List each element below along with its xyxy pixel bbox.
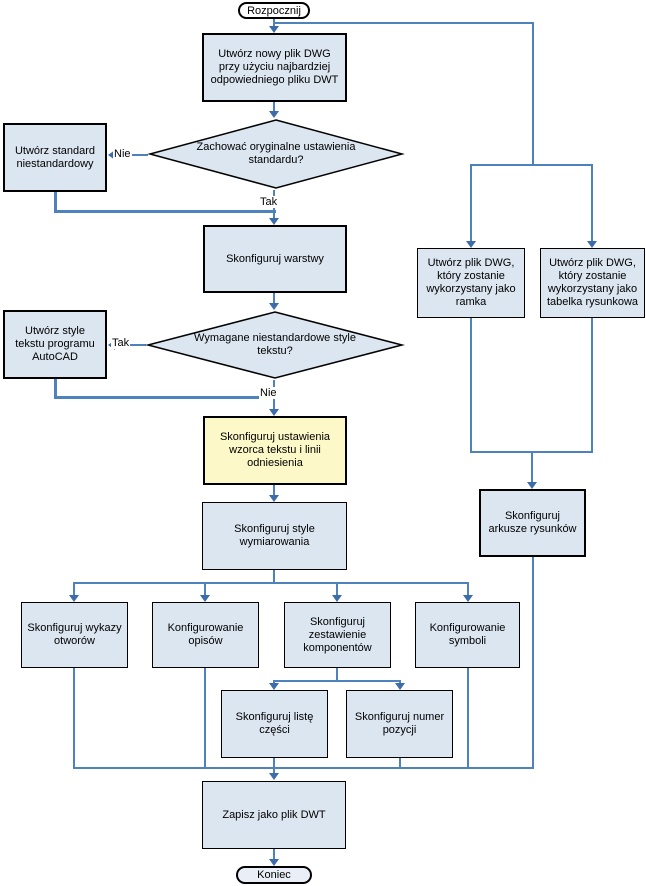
connector xyxy=(273,293,275,303)
connector xyxy=(273,680,401,682)
process-save-dwt: Zapisz jako plik DWT xyxy=(202,781,346,849)
decision-text-styles-label: Wymagane niestandardowe style tekstu? xyxy=(194,332,356,357)
process-configure-sheets: Skonfiguruj arkusze rysunków xyxy=(479,489,586,557)
process-configure-notes: Konfigurowanie opisów xyxy=(152,602,259,668)
edge-label-yes: Tak xyxy=(111,337,131,349)
connector xyxy=(531,451,533,482)
arrowhead xyxy=(463,595,473,602)
connector xyxy=(54,192,57,212)
connector xyxy=(273,849,275,859)
connector xyxy=(399,680,401,683)
arrowhead xyxy=(269,409,279,416)
decision-keep-standard-label: Zachować oryginalne ustawienia standardu… xyxy=(196,141,356,166)
process-configure-symbols: Konfigurowanie symboli xyxy=(415,602,520,668)
process-configure-component-list: Skonfiguruj zestawienie komponentów xyxy=(284,602,391,668)
process-configure-text-pattern-highlighted: Skonfiguruj ustawienia wzorca tekstu i l… xyxy=(203,416,347,485)
arrowhead xyxy=(200,595,210,602)
arrowhead xyxy=(269,859,279,866)
connector xyxy=(467,668,469,769)
connector xyxy=(54,396,276,399)
connector xyxy=(54,379,57,399)
connector xyxy=(273,570,275,584)
arrowhead xyxy=(466,241,476,248)
diamond-shape xyxy=(147,119,405,189)
edge-label-no: Nie xyxy=(113,148,132,160)
arrowhead xyxy=(269,683,279,690)
process-configure-balloon: Skonfiguruj numer pozycji xyxy=(346,690,453,758)
connector xyxy=(532,557,534,769)
connector xyxy=(73,582,469,584)
arrowhead-left xyxy=(108,150,115,160)
process-configure-hole-charts: Skonfiguruj wykazy otworów xyxy=(21,602,128,668)
connector xyxy=(273,17,275,27)
process-configure-dim-styles: Skonfiguruj style wymiarowania xyxy=(202,502,347,570)
end-terminator: Koniec xyxy=(236,866,312,884)
arrowhead xyxy=(269,495,279,502)
connector xyxy=(73,668,75,769)
connector xyxy=(336,582,338,595)
process-configure-parts-list: Skonfiguruj listę części xyxy=(221,690,328,758)
process-configure-layers: Skonfiguruj warstwy xyxy=(203,225,347,293)
connector xyxy=(273,485,275,495)
connector xyxy=(399,758,401,769)
arrowhead xyxy=(69,595,79,602)
arrowhead xyxy=(527,482,537,489)
process-create-title-block-dwg: Utwórz plik DWG, który zostanie wykorzys… xyxy=(540,248,645,318)
arrowhead xyxy=(395,683,405,690)
process-create-border-dwg: Utwórz plik DWG, który zostanie wykorzys… xyxy=(417,248,525,318)
connector xyxy=(273,758,275,774)
connector xyxy=(54,210,276,213)
connector xyxy=(470,164,472,242)
connector xyxy=(591,164,593,242)
arrowhead xyxy=(269,111,279,118)
start-terminator: Rozpocznij xyxy=(238,2,310,19)
connector xyxy=(591,318,593,453)
decision-text-styles: Wymagane niestandardowe style tekstu? xyxy=(145,310,405,380)
connector xyxy=(336,668,338,681)
connector xyxy=(273,680,275,683)
arrowhead xyxy=(269,773,279,780)
connector xyxy=(273,102,275,112)
process-create-dwg: Utwórz nowy plik DWG przy użyciu najbard… xyxy=(202,33,347,102)
process-create-text-styles: Utwórz style tekstu programu AutoCAD xyxy=(3,310,107,379)
connector xyxy=(204,668,206,769)
diamond-shape xyxy=(145,311,405,379)
decision-keep-standard: Zachować oryginalne ustawienia standardu… xyxy=(147,118,405,190)
connector xyxy=(73,767,534,769)
edge-label-no: Nie xyxy=(259,387,278,399)
edge-label-yes: Tak xyxy=(259,196,279,208)
process-custom-standard: Utwórz standard niestandardowy xyxy=(3,123,107,192)
connector xyxy=(470,164,593,166)
arrowhead xyxy=(269,218,279,225)
arrowhead xyxy=(332,595,342,602)
arrowhead xyxy=(587,241,597,248)
arrowhead xyxy=(269,303,279,310)
connector xyxy=(204,582,206,595)
connector xyxy=(73,582,75,595)
connector xyxy=(275,22,533,24)
connector xyxy=(467,582,469,595)
connector xyxy=(532,22,534,165)
connector xyxy=(470,318,472,453)
arrowhead xyxy=(269,26,279,33)
